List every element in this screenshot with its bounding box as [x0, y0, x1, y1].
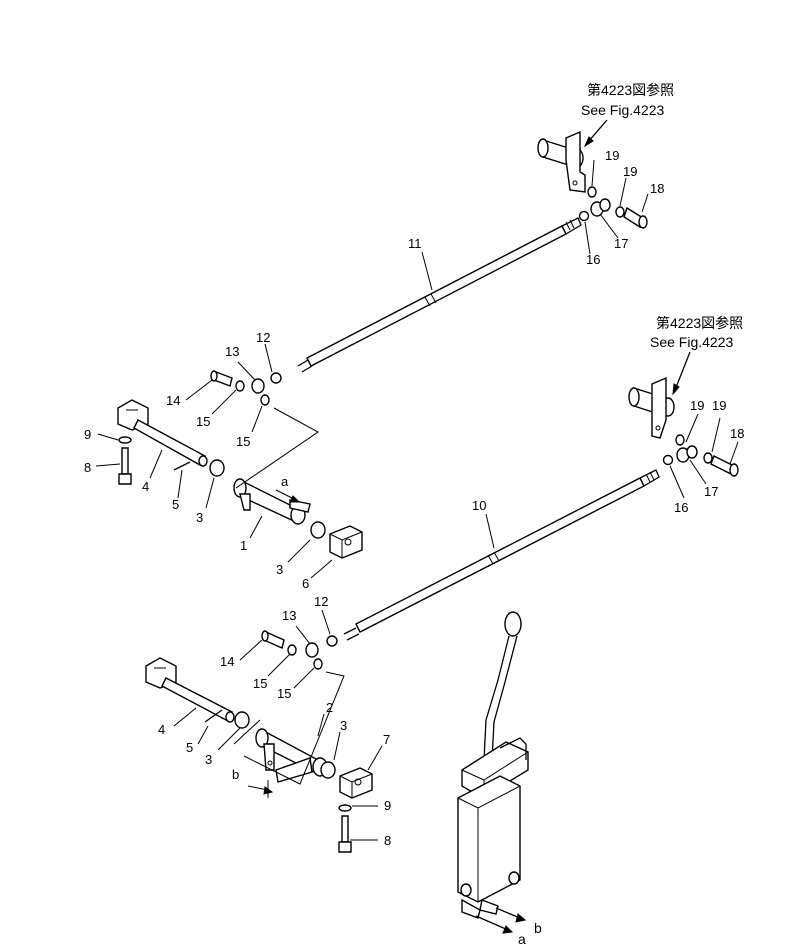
upper-shaft-4: [117, 399, 208, 467]
callout-19: 19: [712, 398, 726, 413]
callout-5: 5: [186, 740, 193, 755]
view-marker-a: a: [281, 474, 289, 489]
callout-15: 15: [196, 414, 210, 429]
lower-end-parts: [662, 434, 739, 477]
control-lever-assembly: [457, 611, 529, 919]
view-marker-b: b: [232, 767, 239, 782]
upper-bracket: [537, 130, 586, 193]
callout-14: 14: [166, 393, 180, 408]
lower-left-small-parts: [261, 630, 338, 670]
upper-bolt-8: [118, 447, 132, 485]
lower-bushing-3: [234, 711, 250, 729]
ref-upper-leader: [587, 119, 608, 143]
callout-13: 13: [225, 344, 239, 359]
block-6: [329, 525, 363, 559]
arrow-head: [672, 383, 680, 396]
leader-lines: [95, 159, 739, 841]
lower-bolt-8: [338, 815, 352, 853]
ref-lower-jp: 第4223図参照: [656, 315, 743, 331]
callout-12: 12: [314, 594, 328, 609]
callout-4: 4: [142, 479, 149, 494]
callout-3: 3: [196, 510, 203, 525]
callout-6: 6: [302, 576, 309, 591]
callout-19: 19: [623, 164, 637, 179]
view-arrow-b2-line: [495, 907, 521, 919]
callout-5: 5: [172, 497, 179, 512]
callout-3: 3: [205, 752, 212, 767]
callout-19: 19: [605, 148, 619, 163]
assembly-line: [233, 671, 345, 785]
callout-8: 8: [84, 460, 91, 475]
callout-9: 9: [384, 798, 391, 813]
callout-3: 3: [340, 718, 347, 733]
view-arrow-a-head: [289, 495, 301, 503]
pivot-1: [233, 478, 311, 525]
lower-pin-5: [204, 709, 223, 723]
pivot-2: [255, 728, 328, 783]
callout-15: 15: [236, 434, 250, 449]
callout-14: 14: [220, 654, 234, 669]
block-7: [339, 767, 373, 799]
callout-19: 19: [690, 398, 704, 413]
arrow-head: [583, 136, 594, 148]
callout-16: 16: [674, 500, 688, 515]
rod-10: [343, 469, 660, 641]
callout-4: 4: [158, 722, 165, 737]
upper-bushing-3b: [310, 521, 326, 539]
callout-7: 7: [383, 732, 390, 747]
upper-bushing-3: [209, 459, 225, 477]
lower-shaft-4: [145, 657, 235, 723]
view-arrow-b2-head: [515, 913, 527, 923]
ref-upper-jp: 第4223図参照: [587, 82, 674, 98]
callout-11: 11: [408, 236, 422, 251]
ref-upper-en: See Fig.4223: [581, 102, 664, 118]
callout-17: 17: [704, 484, 718, 499]
ref-lower-en: See Fig.4223: [650, 334, 733, 350]
ref-lower-leader: [674, 351, 691, 391]
view-arrow-a2-head: [502, 925, 514, 934]
callout-16: 16: [586, 252, 600, 267]
view-arrow-a2-line: [475, 915, 509, 931]
lower-bushing-3b: [320, 761, 336, 779]
lower-bracket: [628, 376, 675, 439]
upper-pin-5: [173, 461, 191, 471]
callout-18: 18: [650, 181, 664, 196]
callout-10: 10: [472, 498, 486, 513]
callout-15: 15: [277, 686, 291, 701]
callout-1: 1: [240, 538, 247, 553]
assembly-line: [235, 407, 319, 489]
rod-11: [297, 217, 582, 373]
lower-washer-9: [338, 804, 352, 812]
callout-2: 2: [326, 700, 333, 715]
callout-12: 12: [256, 330, 270, 345]
upper-end-parts: [578, 186, 648, 229]
view-marker-a: a: [518, 931, 526, 947]
upper-washer-9: [118, 436, 132, 444]
callout-13: 13: [282, 608, 296, 623]
callout-8: 8: [384, 833, 391, 848]
callout-17: 17: [614, 236, 628, 251]
callout-15: 15: [253, 676, 267, 691]
upper-left-small-parts: [210, 370, 282, 406]
callout-18: 18: [730, 426, 744, 441]
callout-9: 9: [84, 427, 91, 442]
view-marker-b: b: [534, 920, 542, 936]
callout-3: 3: [276, 562, 283, 577]
